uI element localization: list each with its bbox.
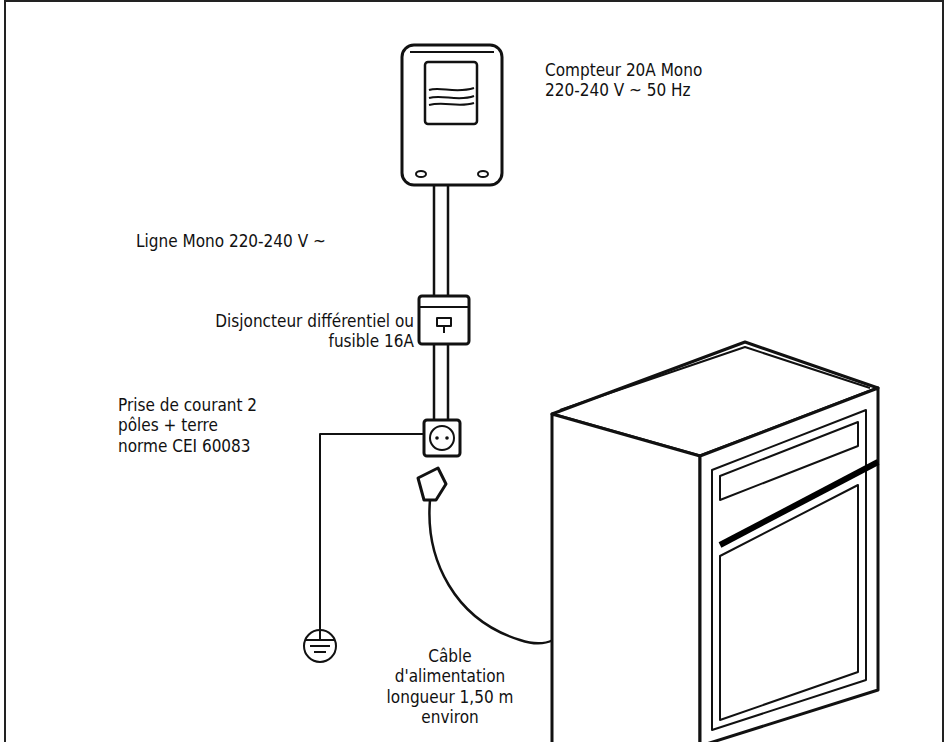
earth-symbol bbox=[304, 630, 336, 662]
oven-side bbox=[552, 414, 700, 742]
meter-box bbox=[402, 45, 502, 185]
meter-window bbox=[425, 62, 477, 124]
frame bbox=[5, 1, 943, 742]
oven-front bbox=[700, 388, 878, 742]
socket-label: Prise de courant 2 pôles + terre norme C… bbox=[118, 395, 263, 456]
power-cable bbox=[429, 500, 553, 643]
meter-label: Compteur 20A Mono 220-240 V ~ 50 Hz bbox=[545, 60, 715, 101]
line-conduit bbox=[434, 345, 448, 420]
breaker-box bbox=[419, 296, 469, 344]
line-label: Ligne Mono 220-240 V ~ bbox=[136, 231, 426, 251]
oven-handle bbox=[720, 462, 878, 545]
breaker-label: Disjoncteur différentiel ou fusible 16A bbox=[189, 311, 414, 352]
cable-label: Câble d'alimentation longueur 1,50 m env… bbox=[380, 646, 520, 728]
plug bbox=[418, 468, 446, 500]
socket bbox=[424, 420, 460, 456]
line-conduit bbox=[434, 186, 448, 296]
earth-wire bbox=[320, 434, 424, 640]
